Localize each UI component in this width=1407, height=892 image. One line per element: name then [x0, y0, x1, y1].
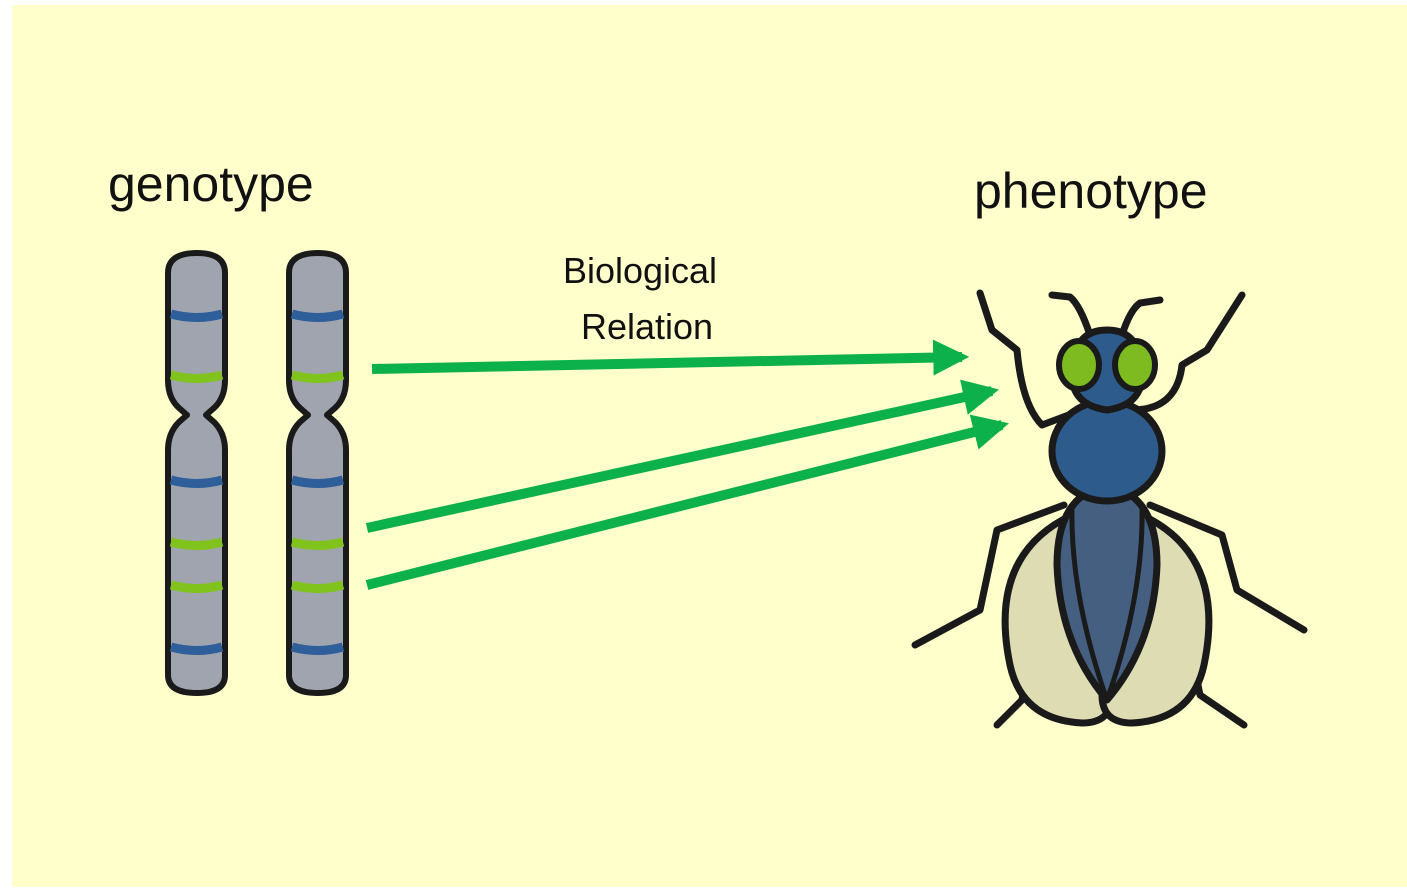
band-blue — [171, 647, 222, 651]
genotype-phenotype-diagram: genotype phenotype Biological Relation — [12, 5, 1407, 887]
band-green — [171, 585, 222, 589]
band-green — [292, 542, 343, 546]
band-blue — [292, 647, 343, 651]
band-blue — [171, 314, 222, 318]
chromosome-icon — [289, 253, 346, 693]
band-blue — [292, 314, 343, 318]
phenotype-label: phenotype — [974, 163, 1208, 219]
band-blue — [171, 480, 222, 484]
band-green — [171, 375, 222, 379]
band-green — [171, 542, 222, 546]
band-green — [292, 585, 343, 589]
chromosome-icon — [168, 253, 225, 693]
genotype-label: genotype — [108, 156, 314, 212]
band-blue — [292, 480, 343, 484]
relation-label-line1: Biological — [563, 250, 717, 291]
relation-label-line2: Relation — [581, 306, 713, 347]
band-green — [292, 375, 343, 379]
